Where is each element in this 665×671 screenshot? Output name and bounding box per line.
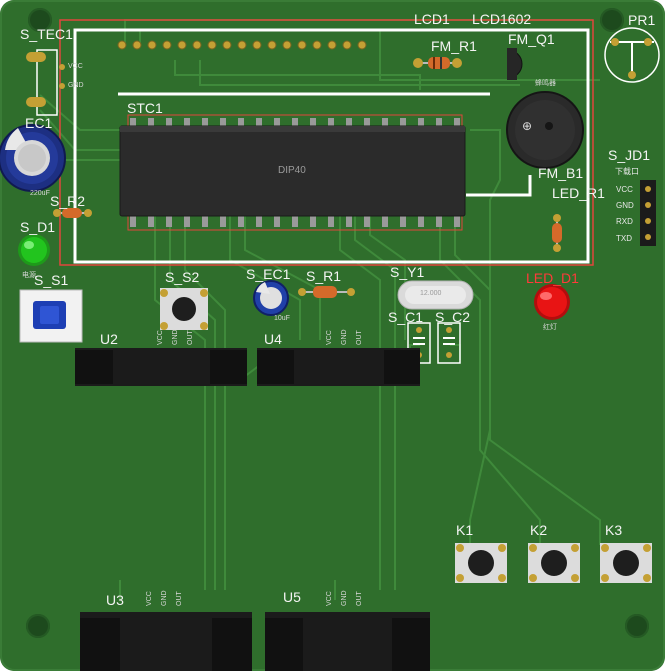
label-tec-vcc: VCC bbox=[68, 63, 83, 70]
label-s-d1: S_D1 bbox=[20, 219, 56, 235]
fm-r1-resistor bbox=[413, 57, 462, 69]
label-lcd1602: LCD1602 bbox=[472, 11, 532, 27]
s-s1-switch bbox=[19, 289, 83, 343]
label-dip40: DIP40 bbox=[278, 165, 306, 176]
label-buzzer-desc: 蜂鸣器 bbox=[535, 80, 556, 87]
label-s-r1: S_R1 bbox=[306, 268, 342, 284]
label-s-tec1: S_TEC1 bbox=[20, 26, 73, 42]
label-tec-gnd: GND bbox=[68, 82, 84, 89]
mounting-hole bbox=[625, 614, 649, 638]
label-u3-vcc: VCC bbox=[146, 591, 153, 606]
label-fm-b1: FM_B1 bbox=[538, 165, 584, 181]
label-download-port: 下载口 bbox=[615, 167, 639, 176]
label-u4-gnd: GND bbox=[341, 329, 348, 345]
label-u5-gnd: GND bbox=[341, 590, 348, 606]
label-s-ec1-value: 10uF bbox=[274, 315, 290, 322]
s-ec1-capacitor bbox=[253, 280, 289, 316]
k2-button bbox=[528, 543, 580, 583]
mounting-hole bbox=[28, 8, 52, 32]
label-fm-q1: FM_Q1 bbox=[508, 31, 555, 47]
label-s-s2: S_S2 bbox=[165, 269, 200, 285]
label-led-d1-desc: 红灯 bbox=[543, 324, 557, 331]
label-u4-out: OUT bbox=[356, 330, 363, 345]
label-s-s1: S_S1 bbox=[34, 272, 69, 288]
label-s-ec1: S_EC1 bbox=[246, 266, 291, 282]
ec1-capacitor bbox=[0, 124, 66, 192]
label-k2: K2 bbox=[530, 522, 548, 538]
fm-q1-transistor bbox=[507, 48, 523, 80]
label-u4-vcc: VCC bbox=[326, 330, 333, 345]
label-s-y1: S_Y1 bbox=[390, 264, 425, 280]
label-u2-out: OUT bbox=[187, 330, 194, 345]
label-s-jd1: S_JD1 bbox=[608, 147, 651, 163]
mounting-hole bbox=[26, 614, 50, 638]
s-r2-resistor bbox=[53, 208, 92, 218]
label-u2-vcc: VCC bbox=[157, 330, 164, 345]
label-u3-gnd: GND bbox=[161, 590, 168, 606]
led-r1-resistor bbox=[552, 214, 562, 252]
label-jd-txd: TXD bbox=[616, 234, 632, 243]
svg-text:⊕: ⊕ bbox=[522, 119, 532, 133]
led-d1 bbox=[534, 284, 570, 320]
k1-button bbox=[455, 543, 507, 583]
buzzer-fm-b1: ⊕ bbox=[506, 91, 584, 169]
label-jd-vcc: VCC bbox=[616, 185, 633, 194]
s-d1-led bbox=[18, 234, 50, 266]
label-ec1: EC1 bbox=[25, 115, 53, 131]
s-tec1-pads bbox=[26, 52, 65, 107]
label-jd-gnd: GND bbox=[616, 201, 634, 210]
label-u5-vcc: VCC bbox=[326, 591, 333, 606]
label-k3: K3 bbox=[605, 522, 623, 538]
label-ec1-value: 220uF bbox=[30, 190, 50, 197]
label-s-c2: S_C2 bbox=[435, 309, 471, 325]
s-jd1-header bbox=[640, 180, 656, 246]
label-u4: U4 bbox=[264, 331, 282, 347]
label-u2: U2 bbox=[100, 331, 118, 347]
label-fm-r1: FM_R1 bbox=[431, 38, 477, 54]
lcd-header-pins bbox=[117, 40, 367, 50]
label-led-d1: LED_D1 bbox=[526, 270, 579, 286]
u4-connector bbox=[257, 348, 420, 386]
label-lcd1: LCD1 bbox=[414, 11, 450, 27]
label-s-d1-desc: 电源 bbox=[22, 272, 36, 279]
mounting-hole bbox=[600, 8, 624, 32]
label-u2-gnd: GND bbox=[172, 329, 179, 345]
label-pr1: PR1 bbox=[628, 12, 656, 28]
label-led-r1: LED_R1 bbox=[552, 185, 605, 201]
stc1-chip bbox=[119, 114, 466, 231]
label-s-c1: S_C1 bbox=[388, 309, 424, 325]
u2-connector bbox=[75, 348, 247, 386]
label-u5: U5 bbox=[283, 589, 301, 605]
label-stc1: STC1 bbox=[127, 100, 163, 116]
u3-connector bbox=[80, 612, 252, 671]
u5-connector bbox=[265, 612, 430, 671]
label-crystal-value: 12.000 bbox=[420, 290, 442, 297]
s-y1-crystal bbox=[397, 280, 474, 310]
label-k1: K1 bbox=[456, 522, 474, 538]
label-u3-out: OUT bbox=[176, 591, 183, 606]
label-u5-out: OUT bbox=[356, 591, 363, 606]
pr1-symbol bbox=[604, 27, 660, 83]
label-u3: U3 bbox=[106, 592, 124, 608]
label-jd-rxd: RXD bbox=[616, 217, 633, 226]
s-r1-resistor bbox=[298, 286, 355, 298]
label-s-r2: S_R2 bbox=[50, 193, 86, 209]
k3-button bbox=[600, 543, 652, 583]
silkscreen-outlines bbox=[36, 28, 590, 264]
s-s2-button bbox=[160, 288, 208, 330]
